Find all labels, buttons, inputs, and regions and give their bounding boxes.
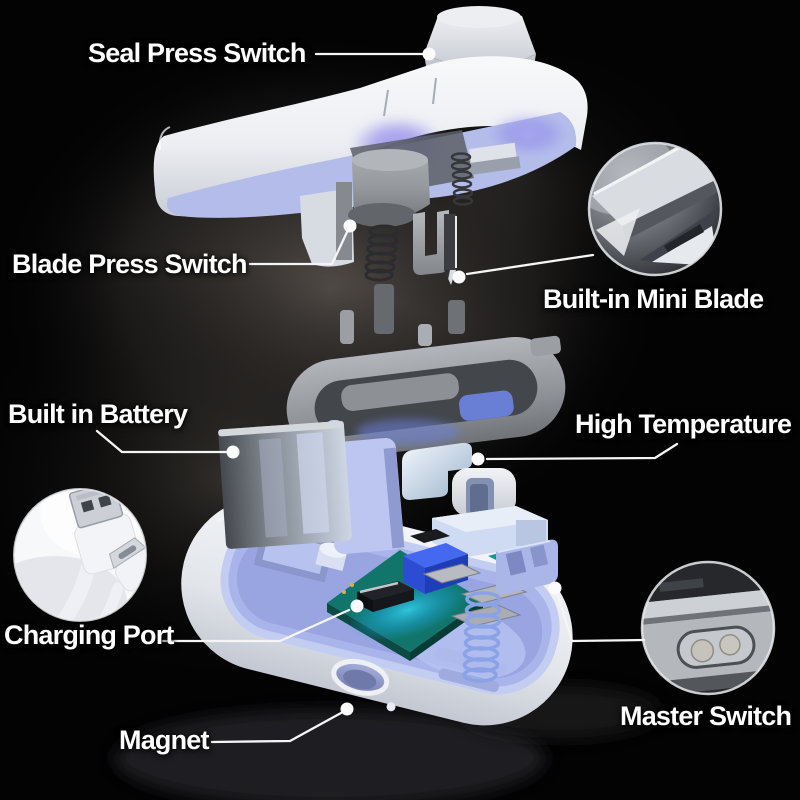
callout-built-in-battery — [95, 429, 240, 459]
device-exploded-view — [153, 6, 588, 726]
usb-charging-port — [357, 581, 414, 612]
label-high-temperature: High Temperature — [575, 409, 792, 439]
callout-magnet — [210, 702, 354, 744]
label-built-in-mini-blade: Built-in Mini Blade — [543, 284, 764, 314]
master-switch-toggle — [676, 625, 756, 669]
usb-cable — [36, 560, 96, 621]
spring — [364, 224, 400, 282]
callout-built-in-mini-blade — [452, 253, 595, 284]
mini-blade-inset — [587, 141, 723, 277]
blue-component — [403, 543, 468, 568]
callout-master-switch — [548, 581, 646, 643]
callouts — [95, 47, 679, 744]
spring-small — [450, 152, 474, 206]
callout-charging-port — [161, 599, 364, 643]
callout-blade-press-switch — [248, 219, 357, 266]
label-built-in-battery: Built in Battery — [8, 399, 188, 429]
label-magnet: Magnet — [119, 725, 210, 755]
callout-seal-press-switch — [314, 47, 436, 61]
label-charging-port: Charging Port — [4, 620, 174, 650]
heating-element — [402, 442, 548, 558]
callout-high-temperature — [471, 442, 679, 466]
master-switch-bracket — [496, 539, 558, 595]
pcb-spring — [462, 591, 502, 683]
label-master-switch: Master Switch — [620, 701, 792, 731]
battery — [218, 420, 405, 555]
mini-blade — [444, 214, 456, 270]
label-seal-press-switch: Seal Press Switch — [88, 38, 306, 68]
mini-blade-part — [413, 210, 457, 285]
label-blade-press-switch: Blade Press Switch — [12, 249, 248, 279]
